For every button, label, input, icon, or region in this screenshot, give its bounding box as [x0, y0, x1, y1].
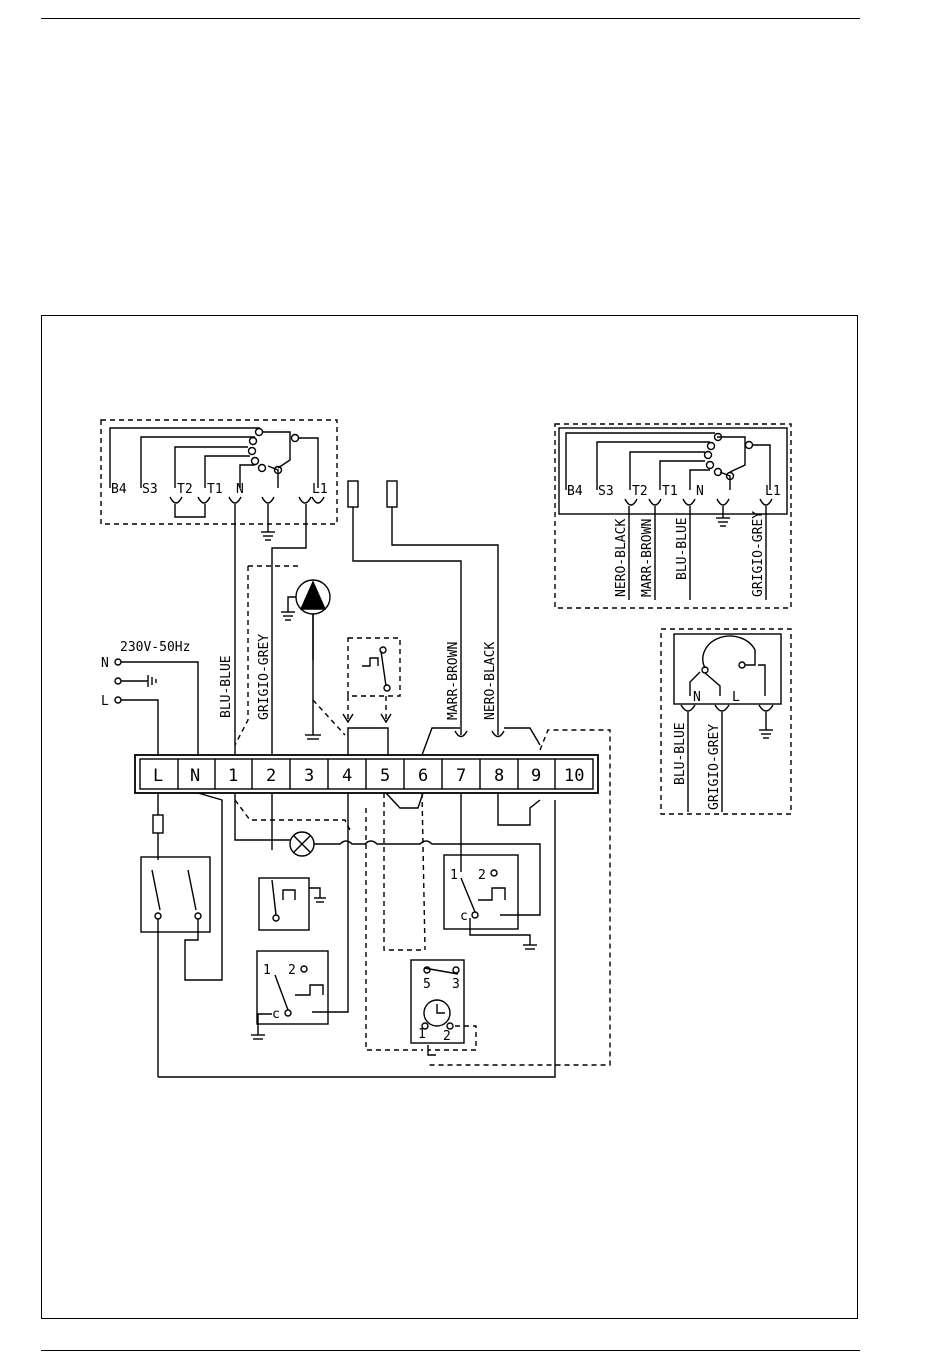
terminal-7: 7 [456, 766, 466, 786]
terminal-5: 5 [380, 766, 390, 786]
pump [281, 580, 330, 620]
valve-left-n: N [236, 482, 244, 497]
terminal-1: 1 [228, 766, 238, 786]
stat-left-1: 1 [263, 963, 271, 978]
terminal-l: L [153, 766, 163, 786]
terminal-9: 9 [531, 766, 541, 786]
motor-l: L [732, 690, 740, 705]
valve-motor-box: N L BLU-BLUE GRIGIO-GREY [661, 629, 791, 814]
motor-wire-blu-blue: BLU-BLUE [673, 722, 688, 785]
valve-left-t1: T1 [207, 482, 223, 497]
valve-right-l1: L1 [765, 484, 781, 499]
valve-right-s3: S3 [598, 484, 614, 499]
stat-left-2: 2 [288, 963, 296, 978]
valve-left-l1: L1 [312, 482, 328, 497]
timer-5: 5 [423, 977, 431, 992]
supply-voltage: 230V-50Hz [120, 640, 190, 655]
terminal-3: 3 [304, 766, 314, 786]
valve-right-b4: B4 [567, 484, 583, 499]
stat-right-1: 1 [450, 868, 458, 883]
timer-2: 2 [443, 1029, 451, 1044]
stat-left-c: c [272, 1007, 280, 1022]
stat-right-c: c [460, 909, 468, 924]
right-wire-marr-brown: MARR-BROWN [640, 519, 655, 597]
wire-blu-blue: BLU-BLUE [219, 655, 234, 718]
valve-right-t2: T2 [632, 484, 648, 499]
motor-n: N [693, 690, 701, 705]
terminal-block: L N 1 2 3 4 5 6 7 8 9 10 [135, 755, 598, 793]
terminal-10: 10 [564, 766, 584, 786]
terminal-8: 8 [494, 766, 504, 786]
supply-l: L [101, 694, 109, 709]
right-wire-nero-black: NERO-BLACK [614, 519, 629, 597]
timer-3: 3 [452, 977, 460, 992]
lower-wiring: 1 2 c 5 3 1 2 1 2 [141, 793, 555, 1077]
valve-left-s3: S3 [142, 482, 158, 497]
zone-valve-left: B4 S3 T2 T1 N L1 [101, 420, 337, 540]
zone-valve-right: B4 S3 T2 T1 N L1 NERO-BLACK MARR-BROWN B… [555, 424, 791, 608]
wire-marr-brown: MARR-BROWN [446, 642, 461, 720]
sensor-probes [348, 481, 498, 735]
terminal-4: 4 [342, 766, 352, 786]
right-wire-grigio-grey: GRIGIO-GREY [751, 511, 766, 597]
valve-right-t1: T1 [662, 484, 678, 499]
valve-left-t2: T2 [177, 482, 193, 497]
supply-n: N [101, 656, 109, 671]
right-wire-blu-blue: BLU-BLUE [675, 517, 690, 580]
valve-left-b4: B4 [111, 482, 127, 497]
wire-grigio-grey: GRIGIO-GREY [257, 634, 272, 720]
stat-right-2: 2 [478, 868, 486, 883]
wire-nero-black: NERO-BLACK [483, 642, 498, 720]
terminal-2: 2 [266, 766, 276, 786]
motor-wire-grigio-grey: GRIGIO-GREY [707, 724, 722, 810]
valve-right-n: N [696, 484, 704, 499]
terminal-6: 6 [418, 766, 428, 786]
terminal-n: N [190, 766, 200, 786]
